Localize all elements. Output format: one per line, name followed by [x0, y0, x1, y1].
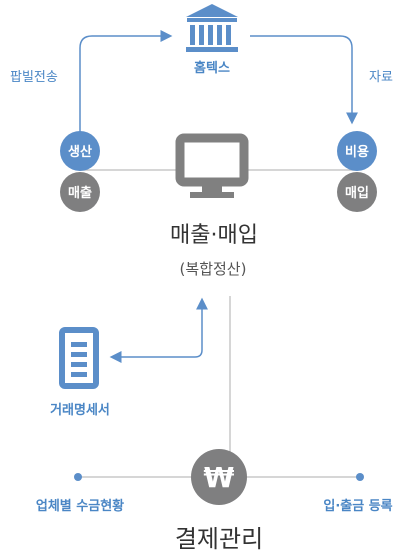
purchase-label: 매입 [345, 186, 369, 201]
center-title: 매출·매입 [170, 223, 258, 248]
hometax-label: 홈텍스 [194, 60, 230, 76]
won-coin-icon [191, 449, 247, 505]
bottom-right-dot [356, 473, 364, 481]
bottom-left-dot [74, 473, 82, 481]
bank-icon [186, 4, 238, 52]
sales-circle [60, 172, 100, 212]
data-label: 자료 [369, 70, 393, 85]
document-arrow [109, 297, 208, 363]
expense-label: 비용 [345, 144, 369, 160]
purchase-circle [337, 172, 377, 212]
won-symbol: ₩ [204, 461, 235, 494]
data-arrow [250, 35, 358, 125]
transmit-arrow [79, 30, 173, 135]
deposit-withdraw-label: 입·출금 등록 [323, 498, 392, 514]
center-subtitle: (복합정산) [180, 260, 247, 278]
production-label: 생산 [68, 144, 92, 160]
document-label: 거래명세서 [50, 402, 110, 418]
monitor-icon [175, 133, 249, 198]
expense-circle [337, 131, 377, 171]
sales-label: 매출 [68, 185, 92, 201]
document-icon [59, 327, 99, 389]
transmit-label: 팝빌전송 [10, 70, 58, 85]
collection-status-label: 업체별 수금현황 [36, 498, 124, 514]
bottom-title: 결제관리 [175, 525, 263, 553]
production-circle [60, 131, 100, 171]
